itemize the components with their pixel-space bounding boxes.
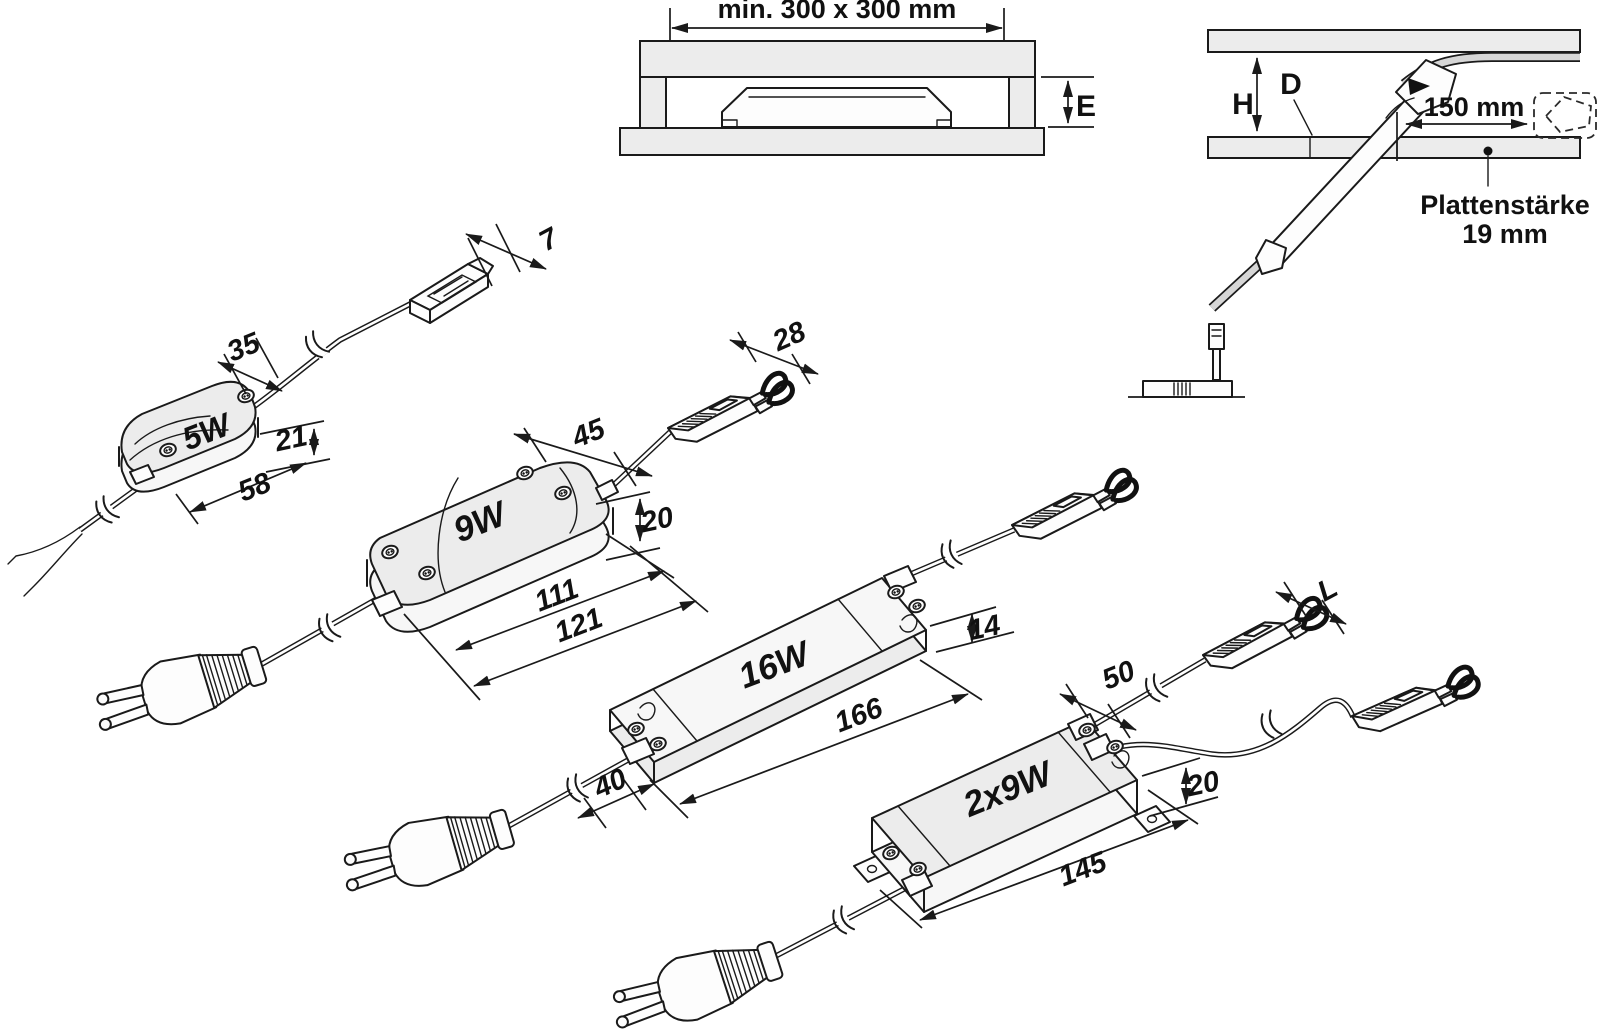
driver-9w: 9W 45 28 20 111 121 (86, 315, 819, 748)
board-thickness-label-line2: 19 mm (1462, 219, 1548, 249)
cable-break-icon (1140, 673, 1169, 705)
top-panel (639, 40, 1036, 78)
upper-shelf (1207, 29, 1581, 53)
euro-plug (602, 927, 789, 1032)
height-label: H (1232, 88, 1254, 121)
inserted-driver (1266, 95, 1426, 264)
cutout-label: D (1280, 68, 1302, 101)
driver-profile (721, 87, 952, 128)
dim-2x9w-spacing: 50 (1098, 655, 1140, 697)
dim-16w-length: 166 (830, 692, 887, 740)
floor-driver-unit (1142, 380, 1233, 398)
board-thickness-label-line1: Plattenstärke (1420, 190, 1590, 220)
cable-break-icon (1256, 709, 1283, 742)
cable-break-icon (828, 905, 856, 937)
recess-depth-label: E (1076, 90, 1096, 123)
dim-16w-height: 14 (965, 609, 1003, 647)
bottom-panel (619, 127, 1045, 156)
mini-connector (409, 257, 494, 324)
led-connector (1011, 467, 1140, 549)
distance-label: 150 mm (1424, 92, 1525, 122)
led-connector (667, 370, 796, 452)
euro-plug (86, 632, 273, 748)
left-support (639, 76, 667, 129)
driver-16w: 16W 14 166 40 (333, 467, 1140, 908)
dim-5w-connector: 7 (534, 221, 565, 258)
dim-9w-height: 20 (637, 501, 676, 539)
led-connector (1351, 664, 1481, 741)
dim-9w-width: 45 (567, 412, 611, 454)
recess-min-size-label: min. 300 x 300 mm (718, 0, 957, 24)
final-position-outline (1533, 92, 1597, 139)
cable-break-icon (300, 330, 331, 362)
dim-2x9w-height: 20 (1183, 765, 1222, 803)
dim-16w-width: 40 (588, 763, 631, 806)
dim-5w-height: 21 (271, 420, 310, 458)
right-support (1008, 76, 1036, 129)
insertion-diagram: H D 150 mm Plattenstärke 19 mm (1128, 29, 1597, 398)
recess-cross-section: min. 300 x 300 mm E (619, 0, 1096, 156)
euro-plug (333, 795, 520, 908)
insert-direction-arrow-icon (1408, 78, 1430, 95)
dim-5w-length: 58 (234, 466, 277, 508)
driver-2x9w: 2x9W 50 L 20 145 (602, 572, 1482, 1032)
dim-9w-connector: 28 (767, 315, 811, 358)
dim-2x9w-length: 145 (1054, 846, 1111, 894)
